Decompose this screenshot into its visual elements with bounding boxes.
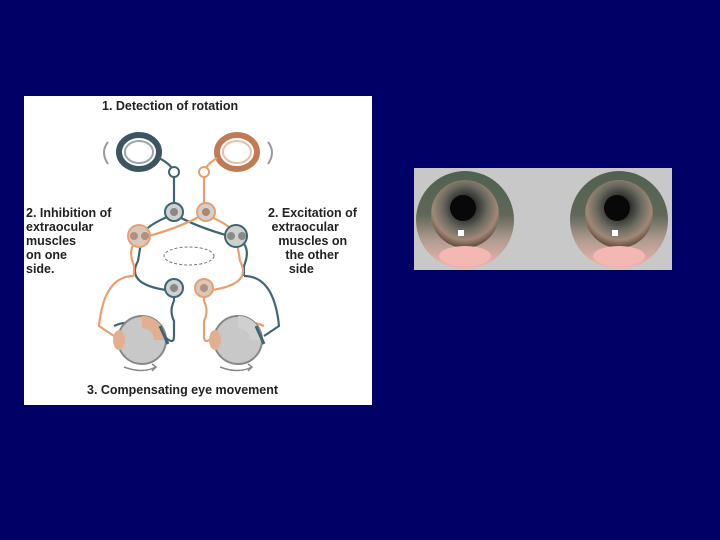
right-semicircular-canal — [217, 135, 257, 169]
eye-icon — [416, 171, 514, 269]
rotation-arrow-right — [268, 142, 272, 164]
nerve-orange-pathway — [99, 158, 264, 341]
vestibulo-ocular-reflex-diagram: 1. Detection of rotation 2. Inhibition o… — [24, 96, 372, 405]
eyes-photo-panel — [414, 168, 672, 270]
detection-of-rotation-label: 1. Detection of rotation — [102, 99, 238, 113]
left-semicircular-canal — [119, 135, 159, 169]
excitation-label: 2. Excitation of extraocular muscles on … — [268, 206, 357, 276]
eyes-image — [414, 168, 672, 270]
eye-icon — [570, 171, 668, 269]
rotation-arrow-left — [104, 142, 108, 164]
nerve-teal-pathway — [114, 158, 279, 341]
abducens-nucleus-left — [128, 225, 150, 247]
oculomotor-nuclei — [165, 279, 213, 297]
compensating-eye-movement-label: 3. Compensating eye movement — [87, 383, 278, 397]
eye-movement-arrow-right — [220, 364, 252, 371]
inhibition-label: 2. Inhibition of extraocular muscles on … — [26, 206, 111, 276]
eye-movement-arrow-left — [124, 364, 156, 371]
abducens-nucleus-right — [225, 225, 247, 247]
midline-crossing — [164, 247, 214, 265]
vestibular-ganglion-left — [169, 167, 179, 177]
vestibular-ganglion-right — [199, 167, 209, 177]
right-eyeball — [209, 316, 264, 364]
vestibular-nuclei — [165, 203, 215, 221]
